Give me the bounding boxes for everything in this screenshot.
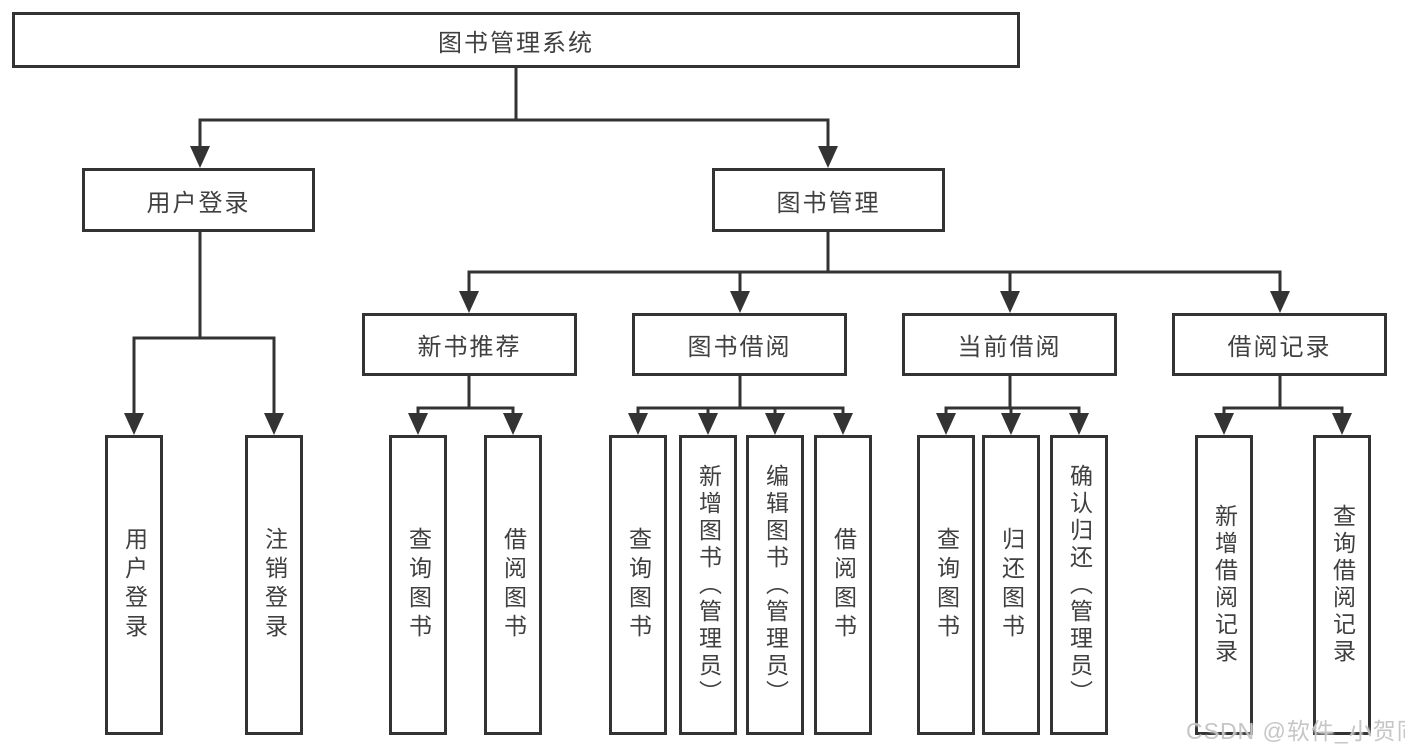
- leaf-confirm-return-admin: 确认归还（管理员）: [1050, 435, 1108, 735]
- node-user-login: 用户登录: [82, 168, 315, 232]
- leaf-query-books-recommend: 查询图书: [389, 435, 447, 735]
- leaf-query-books-current: 查询图书: [917, 435, 975, 735]
- leaf-return-books-label: 归还图书: [998, 527, 1025, 643]
- leaf-edit-book-admin: 编辑图书（管理员）: [746, 435, 804, 735]
- leaf-query-books-borrow-label: 查询图书: [625, 527, 652, 643]
- leaf-user-login: 用户登录: [105, 435, 163, 735]
- leaf-logout-label: 注销登录: [261, 527, 288, 643]
- leaf-query-borrow-record-label: 查询借阅记录: [1329, 504, 1356, 666]
- leaf-borrow-books-label: 借阅图书: [830, 527, 857, 643]
- node-current-borrow: 当前借阅: [902, 313, 1117, 376]
- leaf-confirm-return-admin-label: 确认归还（管理员）: [1066, 463, 1093, 707]
- leaf-return-books: 归还图书: [982, 435, 1040, 735]
- node-borrow-records: 借阅记录: [1172, 313, 1387, 376]
- leaf-query-borrow-record: 查询借阅记录: [1313, 435, 1371, 735]
- leaf-add-book-admin-label: 新增图书（管理员）: [695, 463, 722, 707]
- leaf-borrow-books-recommend-label: 借阅图书: [500, 527, 527, 643]
- leaf-borrow-books-recommend: 借阅图书: [484, 435, 542, 735]
- root-node: 图书管理系统: [12, 12, 1020, 68]
- watermark: CSDN @软件_小贺同学: [1186, 718, 1405, 744]
- leaf-edit-book-admin-label: 编辑图书（管理员）: [762, 463, 789, 707]
- leaf-add-book-admin: 新增图书（管理员）: [679, 435, 737, 735]
- leaf-borrow-books: 借阅图书: [814, 435, 872, 735]
- leaf-query-books-recommend-label: 查询图书: [405, 527, 432, 643]
- leaf-query-books-borrow: 查询图书: [609, 435, 667, 735]
- node-book-management: 图书管理: [712, 168, 945, 232]
- leaf-query-books-current-label: 查询图书: [933, 527, 960, 643]
- node-book-borrow: 图书借阅: [632, 313, 847, 376]
- leaf-logout: 注销登录: [245, 435, 303, 735]
- leaf-add-borrow-record: 新增借阅记录: [1195, 435, 1253, 735]
- leaf-user-login-label: 用户登录: [121, 527, 148, 643]
- leaf-add-borrow-record-label: 新增借阅记录: [1211, 504, 1238, 666]
- node-new-book-recommend: 新书推荐: [362, 313, 577, 376]
